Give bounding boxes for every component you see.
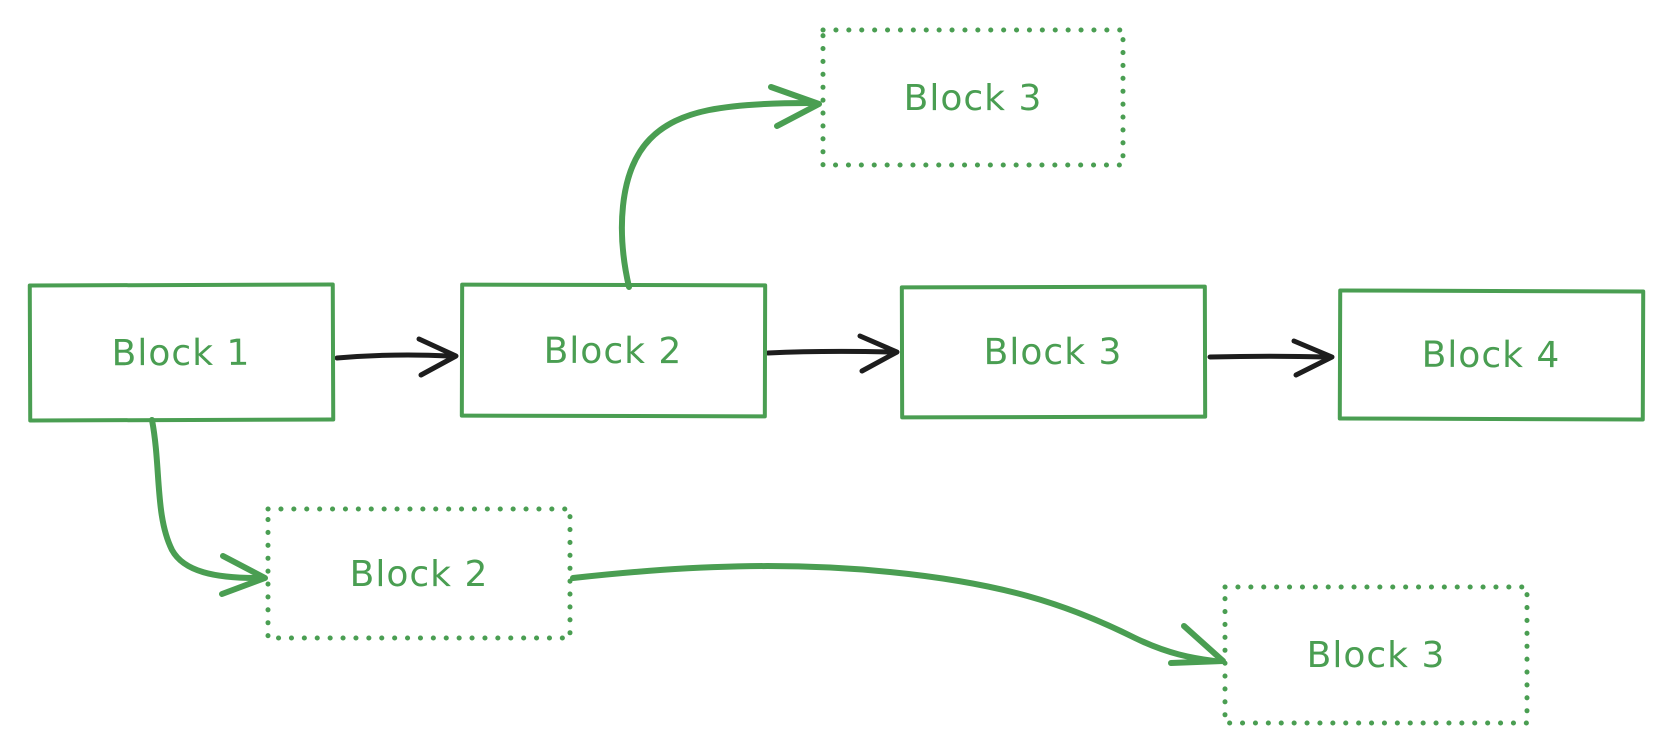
node-box[interactable] bbox=[27, 282, 336, 423]
node-block-2-dotted[interactable]: Block 2 bbox=[265, 506, 573, 641]
node-block-3-dotted-top[interactable]: Block 3 bbox=[820, 27, 1126, 168]
edge-block2-to-dotted-block3-top[interactable] bbox=[618, 84, 822, 290]
node-block-2[interactable]: Block 2 bbox=[459, 282, 768, 419]
edge-shaft bbox=[765, 348, 895, 356]
arrowhead-icon bbox=[219, 553, 268, 597]
edge-block2-to-block3[interactable] bbox=[765, 333, 900, 374]
node-label: Block 2 bbox=[350, 554, 489, 595]
node-label: Block 2 bbox=[544, 331, 683, 372]
node-block-3[interactable]: Block 3 bbox=[899, 284, 1208, 420]
node-label: Block 3 bbox=[1307, 635, 1446, 676]
node-block-4[interactable]: Block 4 bbox=[1337, 288, 1646, 422]
node-label: Block 1 bbox=[112, 333, 251, 374]
node-block-3-dotted-bottom[interactable]: Block 3 bbox=[1222, 584, 1530, 726]
node-box[interactable] bbox=[899, 284, 1208, 420]
edge-block3-to-block4[interactable] bbox=[1207, 338, 1335, 378]
edge-shaft bbox=[334, 352, 452, 361]
node-box[interactable] bbox=[459, 282, 768, 419]
node-block-1[interactable]: Block 1 bbox=[27, 282, 336, 423]
edge-block1-to-block2[interactable] bbox=[334, 336, 459, 378]
node-label: Block 4 bbox=[1422, 335, 1561, 376]
node-box[interactable] bbox=[265, 506, 573, 641]
arrowhead-icon bbox=[857, 333, 900, 374]
edge-block1-to-dotted-block2[interactable] bbox=[149, 417, 268, 597]
node-label: Block 3 bbox=[984, 332, 1123, 373]
node-box[interactable] bbox=[1337, 288, 1646, 422]
arrowhead-icon bbox=[768, 84, 822, 129]
arrowhead-icon bbox=[416, 336, 459, 378]
edge-shaft bbox=[570, 563, 1217, 664]
edge-shaft bbox=[618, 100, 813, 290]
arrowhead-icon bbox=[1291, 338, 1335, 378]
edge-shaft bbox=[149, 417, 259, 581]
edge-shaft bbox=[1207, 353, 1331, 360]
node-label: Block 3 bbox=[904, 78, 1043, 119]
edge-dotted-block2-to-dotted-block3[interactable] bbox=[570, 563, 1226, 666]
arrowhead-icon bbox=[1168, 623, 1226, 666]
